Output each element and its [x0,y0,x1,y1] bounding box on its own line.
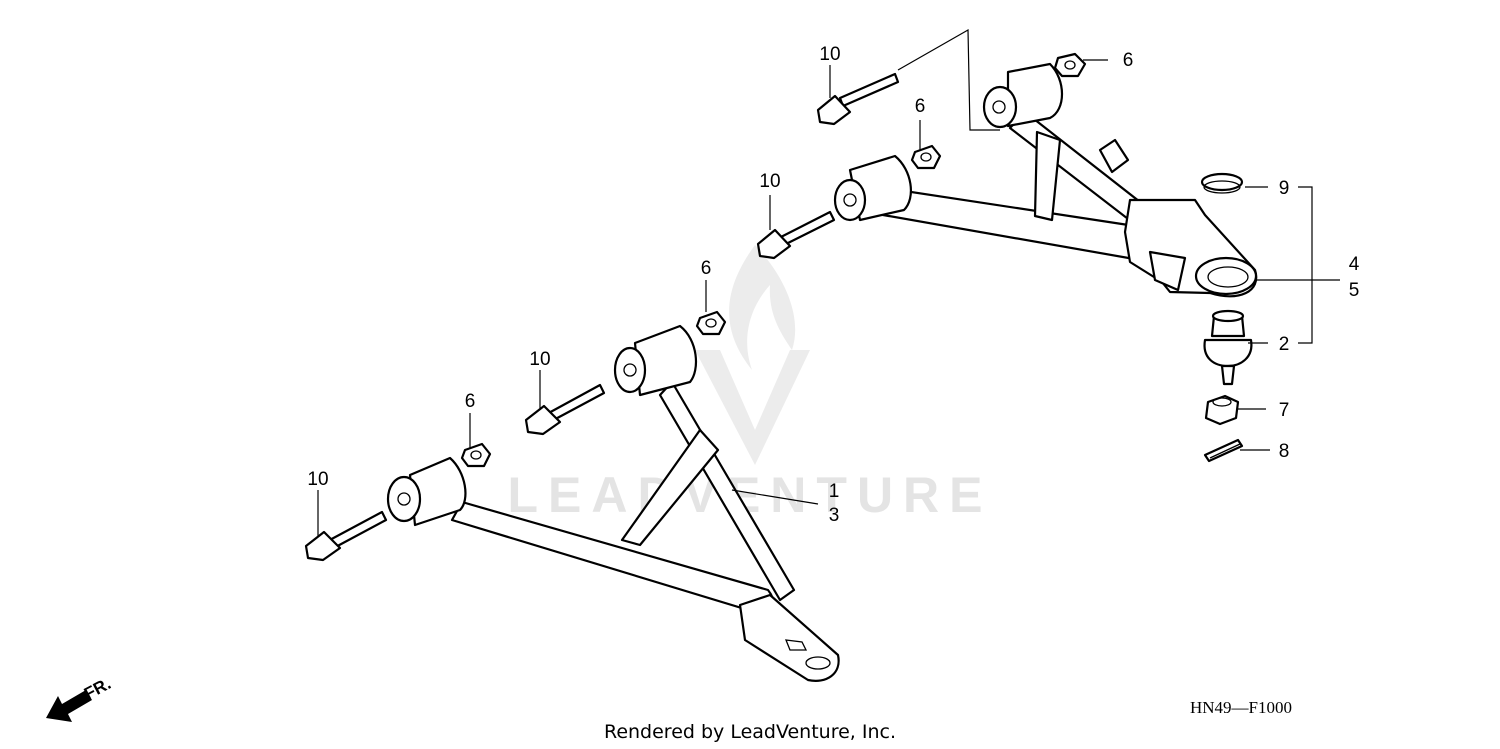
callout-10: 10 [307,469,328,490]
lower-arm [386,324,840,682]
upper-arm [833,62,1258,298]
watermark: LEADVENTURE [507,245,983,523]
callout-6: 6 [915,96,926,117]
nut-lower-front [460,442,492,468]
front-direction-arrow-icon [46,690,92,722]
callout-7: 7 [1279,400,1290,421]
diagram-code: HN49—F1000 [1190,698,1292,717]
nut-upper-front [910,144,942,170]
callout-6: 6 [1123,50,1134,71]
ball-joint [1203,309,1253,386]
bolt-upper-rear [816,72,900,126]
callout-6: 6 [701,258,712,279]
bolt-upper-front [756,210,836,260]
callout-10: 10 [759,171,780,192]
callout-4: 4 [1349,254,1360,275]
callout-6: 6 [465,391,476,412]
cotter-pin [1203,438,1244,463]
bolt-lower-front [304,510,388,562]
callout-labels: 10 10 10 10 6 6 6 6 9 4 5 2 7 8 1 3 [307,44,1359,526]
nut-upper-rear [1053,52,1087,78]
leader-lines [317,28,1340,536]
callout-10: 10 [529,349,550,370]
callout-1: 1 [829,481,840,502]
callout-3: 3 [829,505,840,526]
callout-8: 8 [1279,441,1290,462]
bolt-lower-rear [524,383,606,436]
credit-text: Rendered by LeadVenture, Inc. [604,721,896,743]
leadventure-logo-icon [695,245,810,465]
callout-2: 2 [1279,334,1290,355]
circlip [1200,172,1244,194]
front-direction-indicator: FR. [46,674,114,722]
callout-9: 9 [1279,178,1290,199]
nut-lower-rear [695,310,727,336]
castle-nut [1204,394,1240,426]
callout-10: 10 [819,44,840,65]
callout-5: 5 [1349,280,1360,301]
